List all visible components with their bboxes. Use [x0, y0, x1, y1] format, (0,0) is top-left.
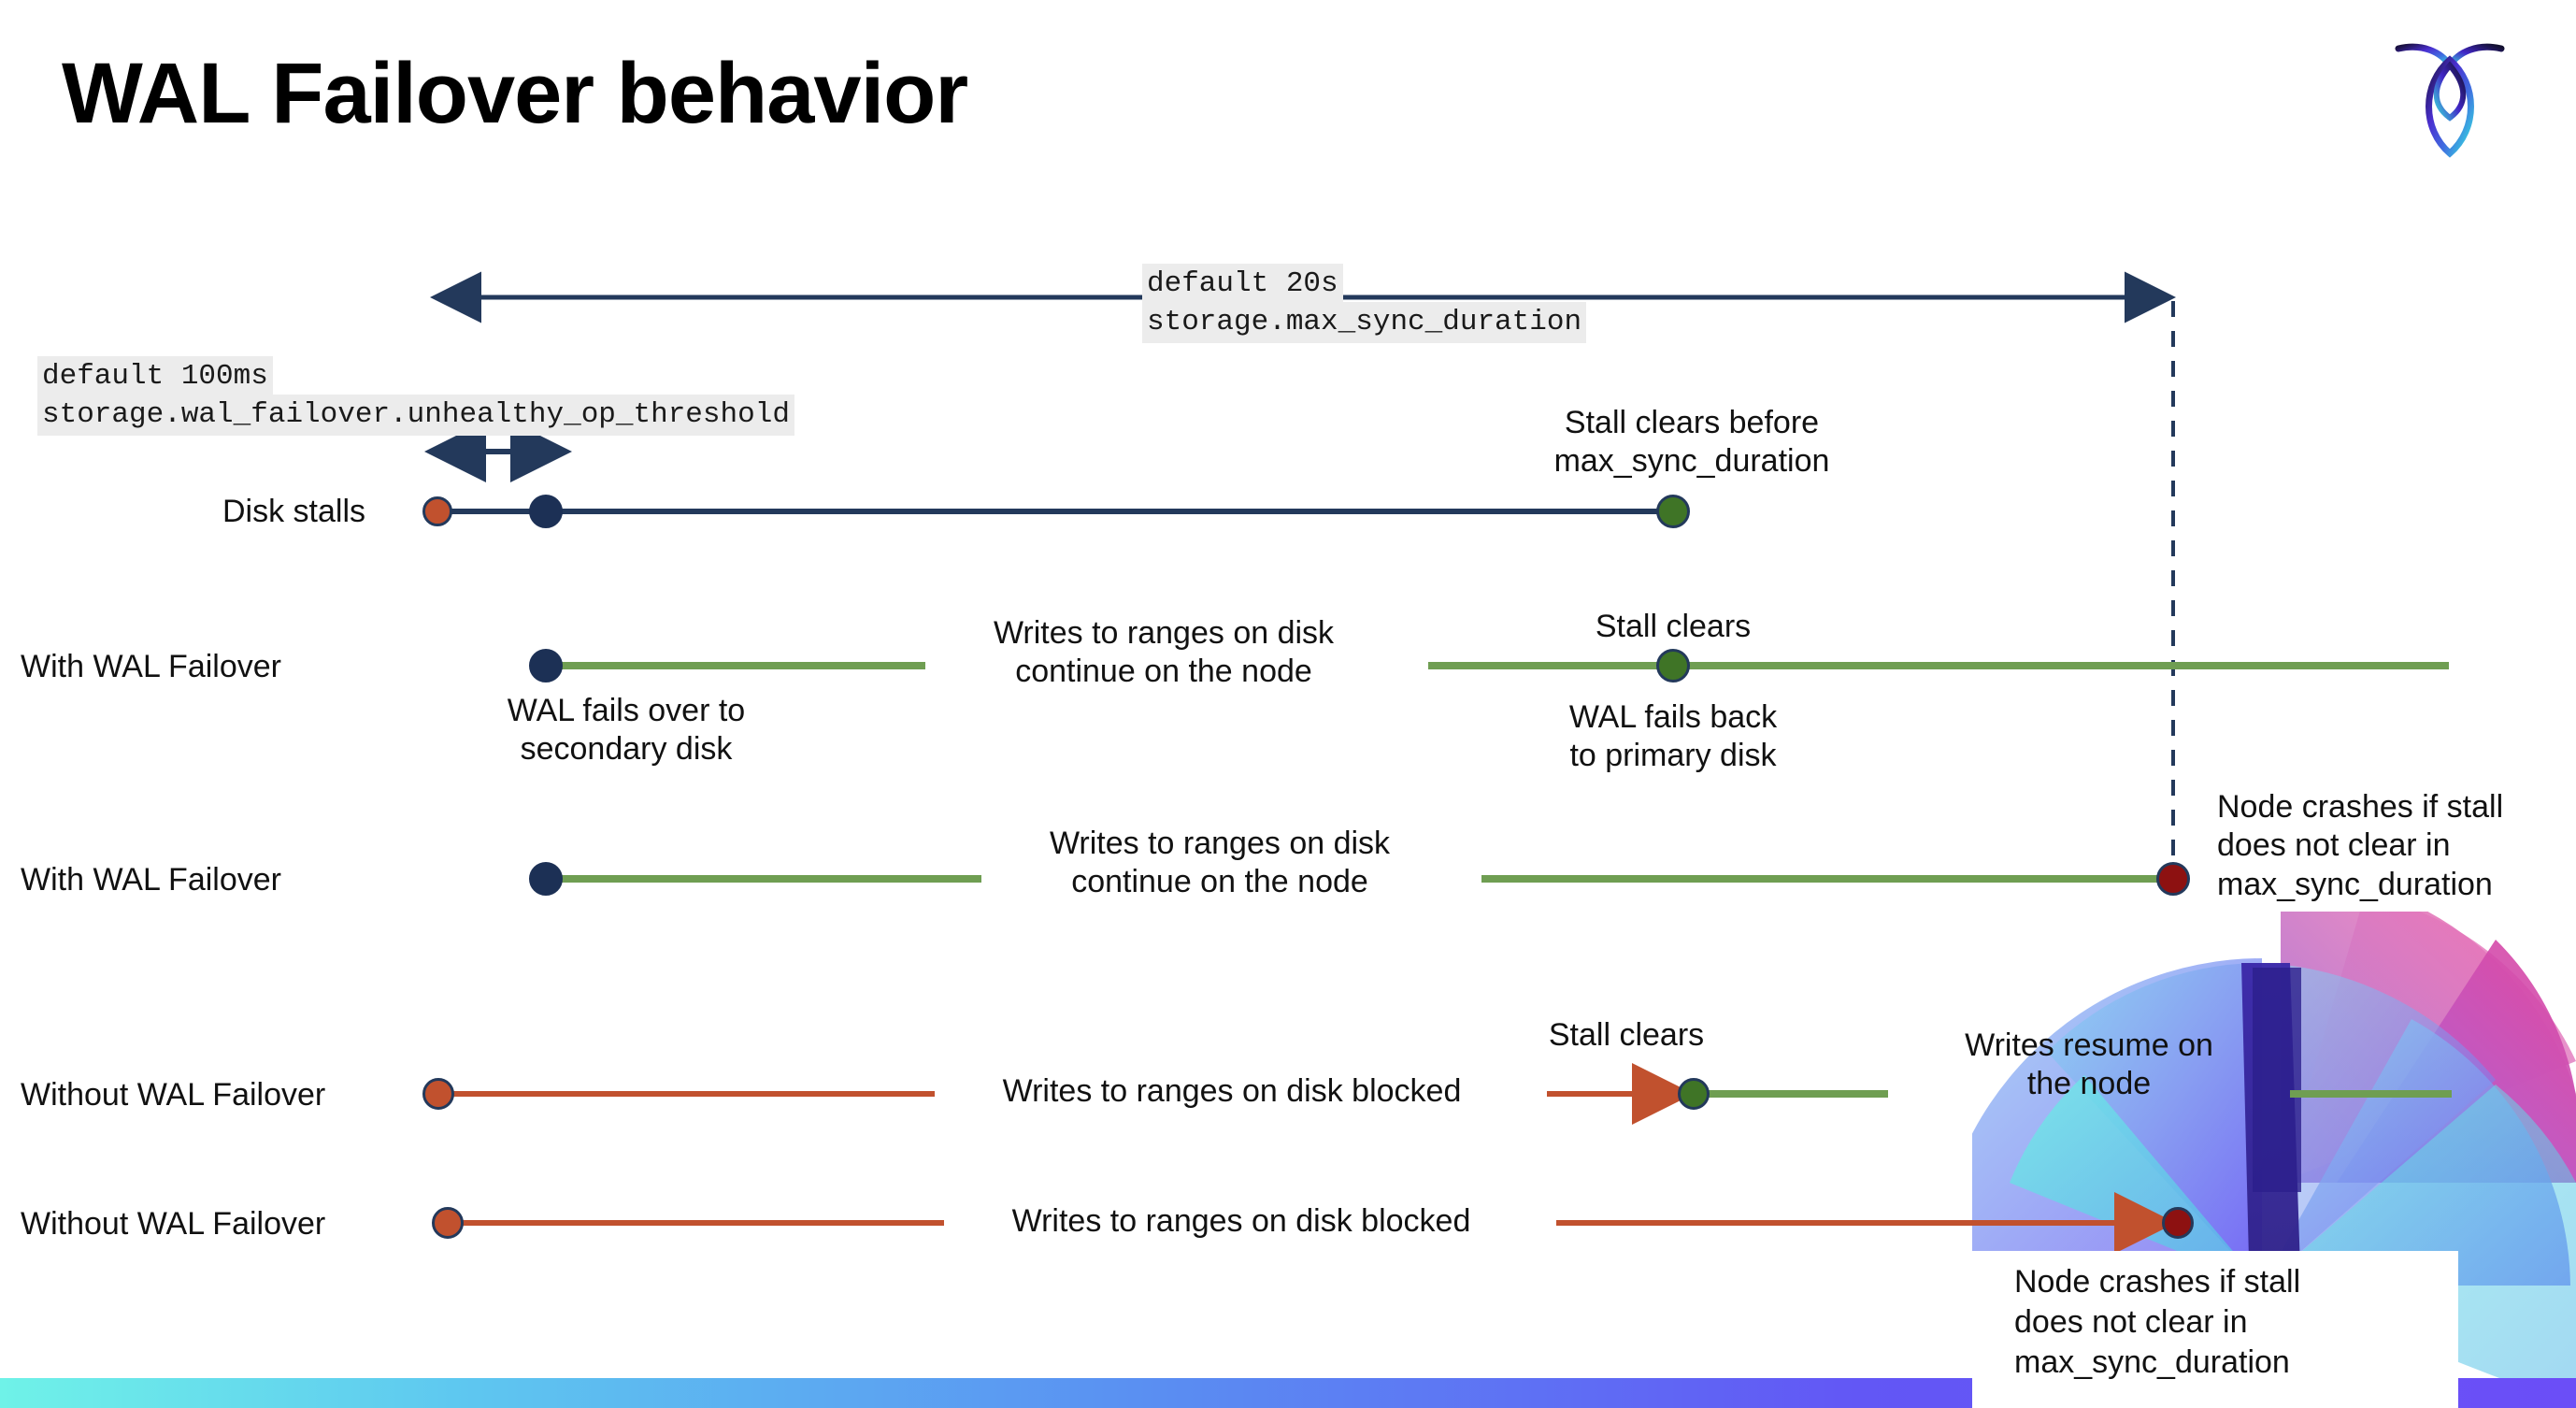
crash-callout-backdrop	[1972, 1251, 2458, 1408]
row-label-with-wal-failover-crash: With WAL Failover	[21, 862, 281, 898]
note-line: continue on the node	[1071, 864, 1368, 900]
note-node-crashes-row3: Node crashes if stall does not clear in …	[2217, 788, 2576, 904]
note-line: Writes to ranges on disk	[1049, 826, 1391, 861]
max-sync-duration-setting-chip: storage.max_sync_duration	[1142, 302, 1587, 344]
note-line: secondary disk	[520, 731, 733, 768]
note-line: max_sync_duration	[1553, 443, 1830, 480]
note-line: WAL fails over to	[507, 693, 746, 728]
note-writes-continue-row2: Writes to ranges on disk continue on the…	[935, 614, 1393, 692]
row-label-without-wal-failover-clears: Without WAL Failover	[21, 1077, 326, 1113]
note-writes-blocked-row5: Writes to ranges on disk blocked	[1011, 1203, 1471, 1239]
without-failover-crash-start-dot	[432, 1207, 464, 1239]
note-line: Writes resume on	[1965, 1027, 2213, 1063]
note-stall-clears-before: Stall clears before max_sync_duration	[1514, 404, 1869, 481]
note-wal-fails-back: WAL fails back to primary disk	[1514, 698, 1832, 776]
unhealthy-op-threshold-setting-chip: storage.wal_failover.unhealthy_op_thresh…	[37, 395, 794, 437]
note-line: max_sync_duration	[2217, 866, 2493, 902]
wal-failover-crash-node-crash-dot	[2156, 862, 2190, 896]
without-failover-crash-node-crash-dot	[2162, 1207, 2194, 1239]
cockroachdb-logo-icon	[2389, 28, 2511, 168]
note-line: Stall clears before	[1564, 405, 1820, 440]
note-line: Node crashes if stall	[2217, 789, 2504, 825]
note-stall-clears-row2: Stall clears	[1595, 609, 1752, 644]
row-label-with-wal-failover-clears: With WAL Failover	[21, 649, 281, 684]
row-label-without-wal-failover-crash: Without WAL Failover	[21, 1206, 326, 1242]
note-line: max_sync_duration	[2014, 1343, 2290, 1380]
note-node-crashes-row5: Node crashes if stall does not clear in …	[2014, 1262, 2454, 1382]
note-line: Writes to ranges on disk	[993, 615, 1335, 651]
note-line: to primary disk	[1569, 738, 1777, 774]
note-writes-resume: Writes resume on the node	[1930, 1027, 2248, 1104]
note-line: does not clear in	[2217, 827, 2451, 864]
max-sync-duration-default-chip: default 20s	[1142, 264, 1343, 306]
note-line: does not clear in	[2014, 1303, 2248, 1340]
note-line: WAL fails back	[1568, 699, 1778, 735]
note-stall-clears-row4: Stall clears	[1548, 1017, 1705, 1053]
wal-failover-clears-start-dot	[529, 649, 563, 682]
note-line: the node	[2026, 1066, 2152, 1102]
wal-failover-crash-start-dot	[529, 862, 563, 896]
without-failover-clears-start-dot	[422, 1078, 454, 1110]
note-line: Node crashes if stall	[2014, 1264, 2301, 1300]
row-label-disk-stalls: Disk stalls	[222, 494, 366, 529]
page-title: WAL Failover behavior	[62, 46, 968, 141]
disk-stalls-start-dot	[422, 496, 452, 526]
note-writes-continue-row3: Writes to ranges on disk continue on the…	[991, 825, 1449, 902]
disk-stalls-clear-dot	[1656, 495, 1690, 528]
unhealthy-op-threshold-default-chip: default 100ms	[37, 356, 273, 398]
wal-failover-clears-clear-dot	[1656, 649, 1690, 682]
note-line: continue on the node	[1015, 654, 1312, 690]
note-writes-blocked-row4: Writes to ranges on disk blocked	[1002, 1073, 1462, 1109]
disk-stalls-failover-dot	[529, 495, 563, 528]
without-failover-clears-clear-dot	[1678, 1078, 1710, 1110]
note-wal-fails-over: WAL fails over to secondary disk	[439, 692, 813, 769]
logo-svg	[2395, 43, 2505, 158]
